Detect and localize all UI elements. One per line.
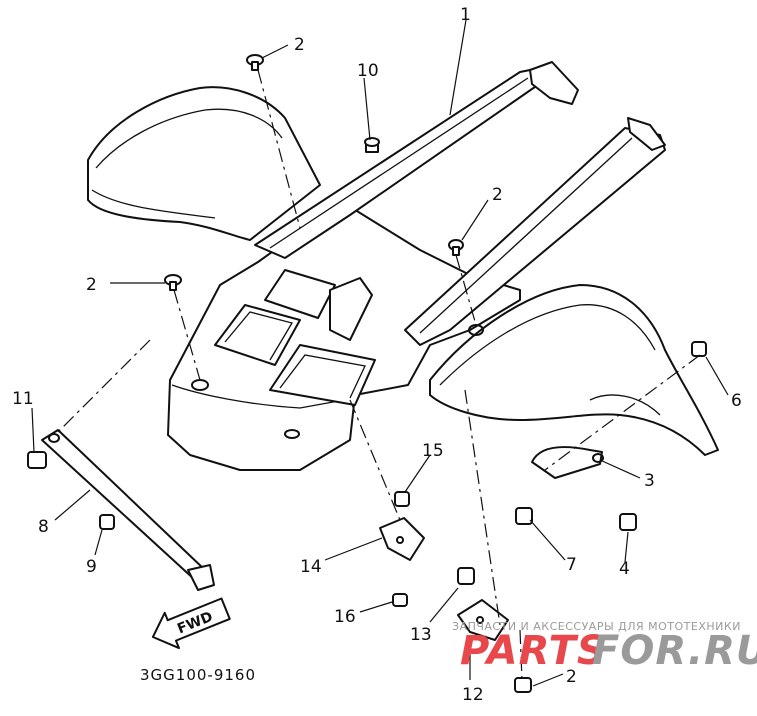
assembly-lines	[54, 69, 701, 681]
callout-3: 3	[644, 471, 655, 491]
grab-bar-right	[404, 117, 666, 346]
leader-lines	[31, 19, 729, 687]
callout-7: 8	[38, 517, 49, 537]
nut-6	[515, 507, 533, 525]
callout-11: 12	[462, 685, 484, 705]
nut-15	[392, 593, 408, 607]
part-code: 3GG100-9160	[140, 666, 256, 684]
watermark: ЗАПЧАСТИ И АКСЕССУАРЫ ДЛЯ МОТОТЕХНИКИ PA…	[452, 620, 757, 674]
callout-12: 13	[410, 625, 432, 645]
callout-13: 14	[300, 557, 322, 577]
bracket-3	[531, 446, 604, 479]
screw-2-left	[164, 274, 182, 291]
screw-2-top	[246, 54, 264, 71]
screw-2-right	[448, 239, 464, 256]
callout-9: 10	[357, 61, 379, 81]
callout-15: 16	[334, 607, 356, 627]
screw-9	[364, 137, 380, 153]
bracket-13	[379, 517, 425, 561]
callout-14: 15	[422, 441, 444, 461]
bolt-4	[619, 513, 637, 531]
bolt-14	[394, 491, 410, 507]
callout-5: 6	[731, 391, 742, 411]
callout-2-top: 2	[294, 35, 305, 55]
watermark-logo-part2: FOR.RU	[592, 628, 757, 674]
stay-bar	[41, 429, 215, 591]
bolt-12	[457, 567, 475, 585]
bolt-5	[691, 341, 707, 357]
nut-10	[27, 451, 47, 469]
fender-body	[87, 86, 719, 471]
watermark-tagline: ЗАПЧАСТИ И АКСЕССУАРЫ ДЛЯ МОТОТЕХНИКИ	[452, 620, 741, 633]
callout-8: 9	[86, 557, 97, 577]
callout-1: 1	[460, 5, 471, 25]
watermark-logo-part1: PARTS	[460, 628, 607, 674]
callout-10: 11	[12, 389, 34, 409]
forward-arrow: FWD	[151, 597, 231, 650]
bracket-11	[457, 599, 509, 641]
nut-16	[514, 677, 532, 693]
callout-2-right: 2	[492, 185, 503, 205]
callout-6: 7	[566, 555, 577, 575]
grab-bar-left	[254, 61, 579, 259]
callout-4: 4	[619, 559, 630, 579]
bolt-8	[99, 514, 115, 530]
callout-labels: 1 2 2 2 10 11 8 9 6 3 7 4 15 14 16 13 12…	[12, 5, 742, 705]
callout-2-left: 2	[86, 275, 97, 295]
callout-16: 2	[566, 667, 577, 687]
